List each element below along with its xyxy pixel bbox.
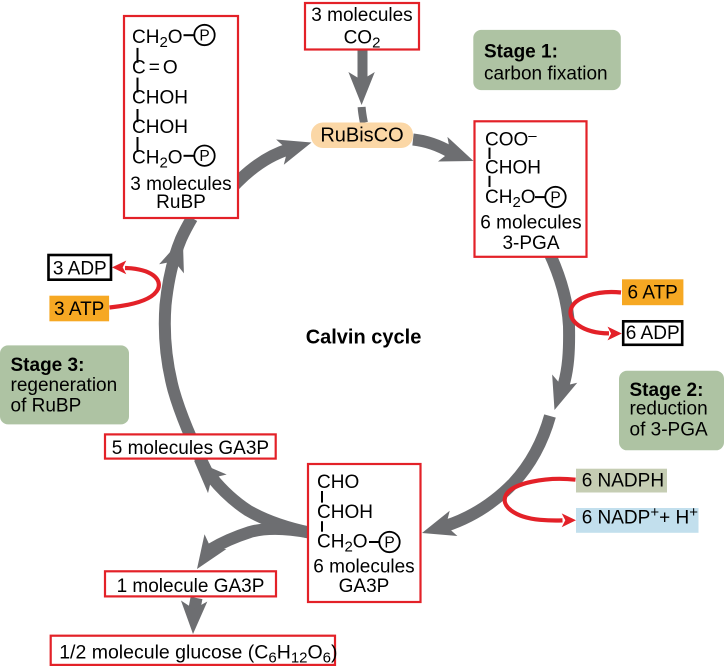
svg-text:of 3-PGA: of 3-PGA xyxy=(630,419,708,440)
svg-text:RuBP: RuBP xyxy=(156,192,206,213)
svg-text:1 molecule GA3P: 1 molecule GA3P xyxy=(117,576,265,597)
svg-text:6 molecules: 6 molecules xyxy=(480,213,581,234)
svg-text:CHOH: CHOH xyxy=(132,117,188,138)
svg-text:reduction: reduction xyxy=(630,399,708,420)
svg-text:6 molecules: 6 molecules xyxy=(313,556,414,577)
svg-text:6 ATP: 6 ATP xyxy=(628,282,678,303)
svg-text:3-PGA: 3-PGA xyxy=(502,233,559,254)
svg-text:CH2O: CH2O xyxy=(317,532,368,556)
svg-text:6 NADP++ H+: 6 NADP++ H+ xyxy=(582,504,699,529)
svg-text:of RuBP: of RuBP xyxy=(11,396,82,417)
svg-text:Calvin cycle: Calvin cycle xyxy=(306,327,422,349)
svg-text:Stage 2:: Stage 2: xyxy=(630,380,704,401)
svg-text:6 ADP: 6 ADP xyxy=(626,323,680,344)
svg-text:P: P xyxy=(384,535,394,552)
svg-text:CH2O: CH2O xyxy=(132,147,183,171)
svg-text:GA3P: GA3P xyxy=(339,576,390,597)
svg-text:CHOH: CHOH xyxy=(485,158,541,179)
svg-text:3 ATP: 3 ATP xyxy=(54,299,104,320)
svg-text:COO–: COO– xyxy=(485,127,537,150)
svg-text:Stage 3:: Stage 3: xyxy=(11,355,85,376)
svg-text:CHOH: CHOH xyxy=(317,502,373,523)
svg-text:P: P xyxy=(550,190,560,207)
svg-text:P: P xyxy=(199,28,209,45)
svg-text:CHOH: CHOH xyxy=(132,87,188,108)
svg-text:3 molecules: 3 molecules xyxy=(130,174,231,195)
svg-text:CH2O: CH2O xyxy=(132,27,183,51)
svg-text:CH2O: CH2O xyxy=(485,187,536,211)
svg-text:3 ADP: 3 ADP xyxy=(53,259,107,280)
svg-text:carbon fixation: carbon fixation xyxy=(484,64,608,85)
svg-text:RuBisCO: RuBisCO xyxy=(320,125,403,147)
svg-text:CHO: CHO xyxy=(317,472,359,493)
svg-text:C=O: C=O xyxy=(132,58,178,79)
svg-text:3 molecules: 3 molecules xyxy=(311,5,412,26)
svg-text:5 molecules GA3P: 5 molecules GA3P xyxy=(112,438,269,459)
svg-text:6 NADPH: 6 NADPH xyxy=(582,471,664,492)
svg-text:regeneration: regeneration xyxy=(11,375,118,396)
svg-text:P: P xyxy=(199,148,209,165)
svg-text:Stage 1:: Stage 1: xyxy=(484,42,558,63)
